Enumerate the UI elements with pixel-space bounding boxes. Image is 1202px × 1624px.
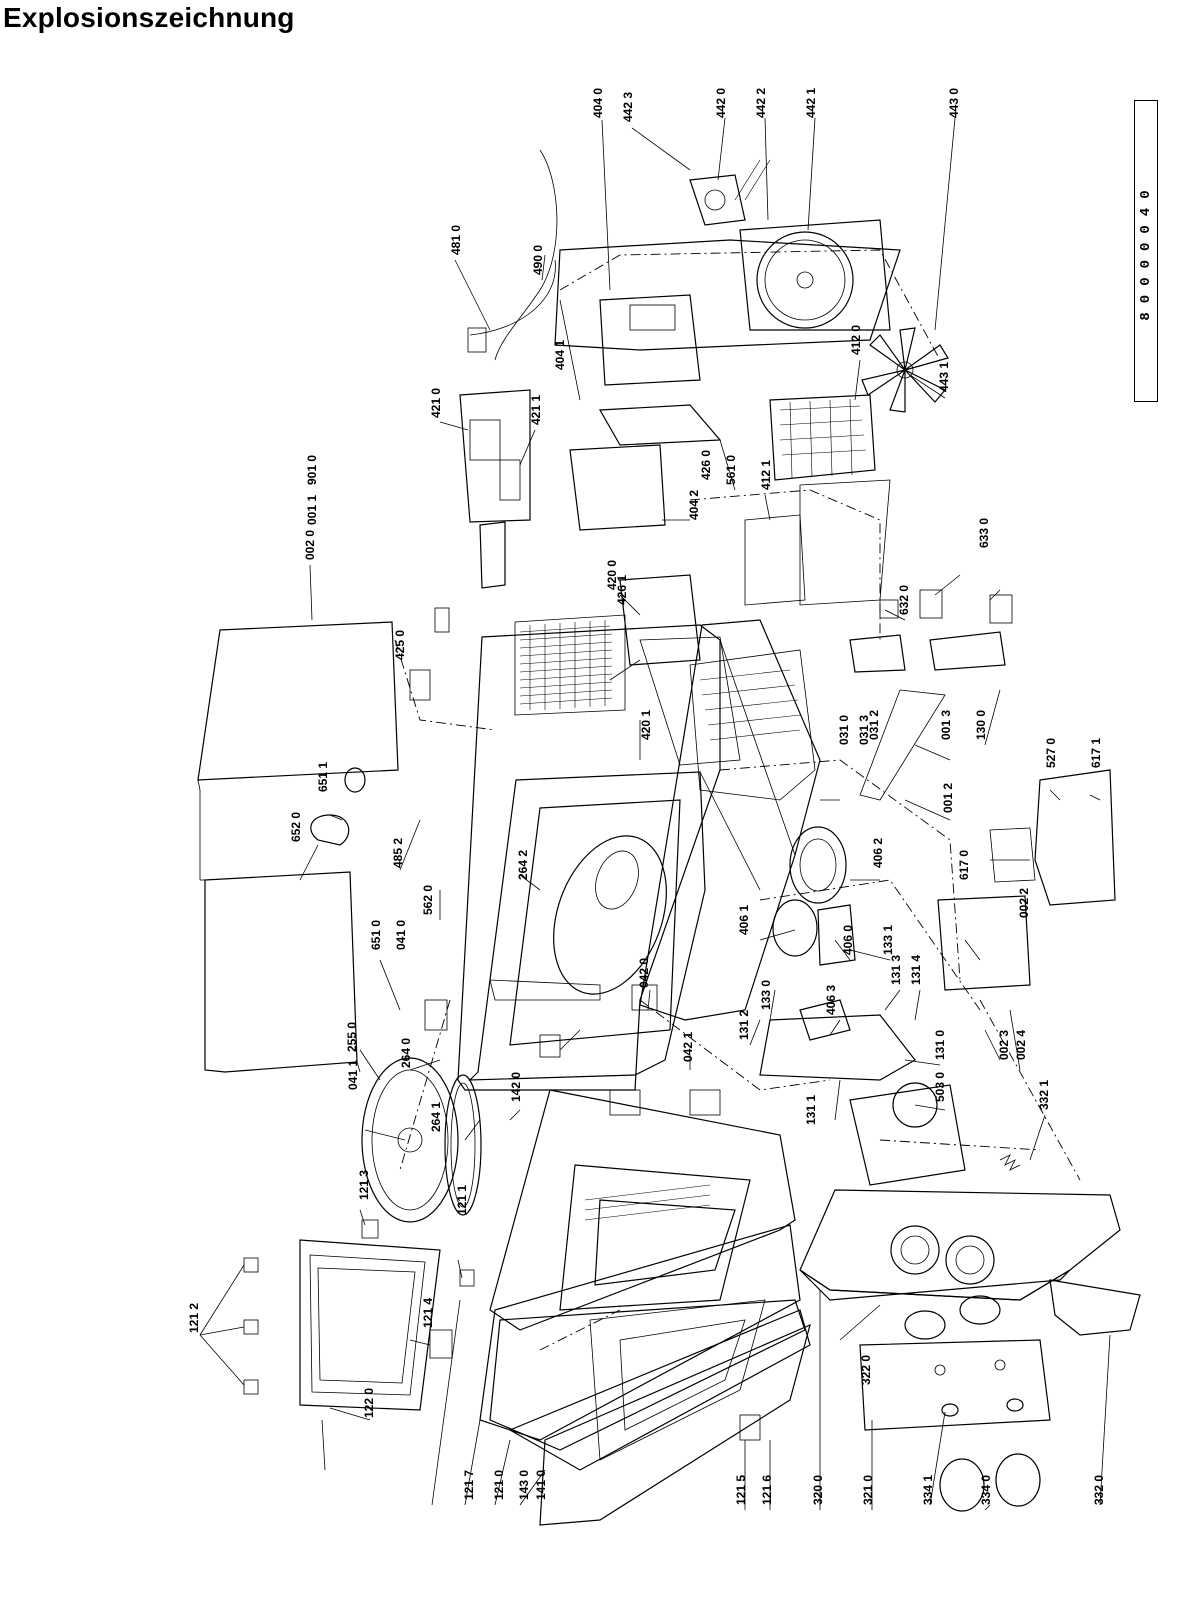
part-label: 121 0 xyxy=(492,1470,506,1500)
part-label: 121 6 xyxy=(760,1475,774,1505)
part-label: 121 2 xyxy=(187,1303,201,1333)
part-label: 131 1 xyxy=(804,1095,818,1125)
part-label: 332 0 xyxy=(1092,1475,1106,1505)
fan-blade-drawing xyxy=(861,327,949,413)
part-label: 031 0 xyxy=(837,715,851,745)
part-label: 042 1 xyxy=(681,1032,695,1062)
part-label: 041 0 xyxy=(394,920,408,950)
part-label: 421 1 xyxy=(529,395,543,425)
part-label: 143 0 xyxy=(517,1470,531,1500)
part-label: 002 0 xyxy=(303,530,317,560)
part-label: 420 0 xyxy=(605,560,619,590)
part-label: 412 0 xyxy=(849,325,863,355)
part-label: 404 0 xyxy=(591,88,605,118)
leader-lines xyxy=(199,117,1111,1511)
part-label: 443 1 xyxy=(937,362,951,392)
part-label: 131 2 xyxy=(737,1010,751,1040)
part-label: 264 0 xyxy=(399,1038,413,1068)
part-label: 131 0 xyxy=(933,1030,947,1060)
outer-casing-drawing xyxy=(197,621,399,1073)
part-label: 406 1 xyxy=(737,905,751,935)
part-label: 334 0 xyxy=(979,1475,993,1505)
part-label: 142 0 xyxy=(509,1072,523,1102)
part-label: 001 1 xyxy=(305,495,319,525)
part-label: 002 2 xyxy=(1017,888,1031,918)
part-label: 031 3 xyxy=(857,715,871,745)
assembly-lines-drawing xyxy=(394,249,1081,1351)
part-label: 651 1 xyxy=(316,762,330,792)
part-label: 527 0 xyxy=(1044,738,1058,768)
part-label: 442 1 xyxy=(804,88,818,118)
rear-components-drawing xyxy=(459,149,949,666)
part-label: 404 2 xyxy=(687,490,701,520)
control-panel-drawing xyxy=(799,1189,1141,1512)
part-label: 121 3 xyxy=(357,1170,371,1200)
part-label: 321 0 xyxy=(861,1475,875,1505)
part-label: 121 5 xyxy=(734,1475,748,1505)
part-label: 133 1 xyxy=(881,925,895,955)
part-label: 141 0 xyxy=(534,1470,548,1500)
part-label: 421 0 xyxy=(429,388,443,418)
part-label: 652 0 xyxy=(289,812,303,842)
part-label: 442 2 xyxy=(754,88,768,118)
oven-chassis-drawing xyxy=(457,614,821,1091)
door-assembly-drawing xyxy=(299,1089,811,1526)
turntable-drawing xyxy=(361,1057,482,1223)
part-label: 412 1 xyxy=(759,460,773,490)
part-label: 485 2 xyxy=(391,838,405,868)
part-label: 561 0 xyxy=(724,455,738,485)
part-label: 131 4 xyxy=(909,955,923,985)
page-title: Explosionszeichnung xyxy=(3,2,295,33)
part-label: 442 3 xyxy=(621,92,635,122)
part-label: 121 4 xyxy=(421,1298,435,1328)
part-label: 617 1 xyxy=(1089,738,1103,768)
part-labels: 002 0 001 1 901 0 425 0 481 0 490 0 404 0 442 3… xyxy=(187,88,1106,1505)
part-label: 121 7 xyxy=(462,1470,476,1500)
part-label: 002 4 xyxy=(1014,1030,1028,1060)
part-label: 503 0 xyxy=(933,1072,947,1102)
part-label: 131 3 xyxy=(889,955,903,985)
part-label: 901 0 xyxy=(305,455,319,485)
part-label: 264 2 xyxy=(516,850,530,880)
control-components-drawing xyxy=(759,631,1116,1186)
part-label: 322 0 xyxy=(859,1355,873,1385)
part-label: 420 1 xyxy=(639,710,653,740)
part-label: 255 0 xyxy=(345,1022,359,1052)
part-label: 041 1 xyxy=(346,1060,360,1090)
part-label: 426 0 xyxy=(699,450,713,480)
part-label: 562 0 xyxy=(421,885,435,915)
part-label: 001 3 xyxy=(939,710,953,740)
part-label: 442 0 xyxy=(714,88,728,118)
small-parts-drawing xyxy=(243,589,1013,1441)
part-label: 406 0 xyxy=(841,925,855,955)
part-label: 404 1 xyxy=(553,340,567,370)
part-label: 406 2 xyxy=(871,838,885,868)
part-label: 490 0 xyxy=(531,245,545,275)
part-label: 130 0 xyxy=(974,710,988,740)
part-label: 320 0 xyxy=(811,1475,825,1505)
part-label: 001 2 xyxy=(941,783,955,813)
vent-grille-drawing xyxy=(519,159,801,741)
part-label: 426 1 xyxy=(615,575,629,605)
drawing-number-stamp: 80000040 xyxy=(1134,100,1158,402)
part-label: 617 0 xyxy=(957,850,971,880)
part-label: 633 0 xyxy=(977,518,991,548)
part-label: 031 2 xyxy=(867,710,881,740)
part-label: 406 3 xyxy=(824,985,838,1015)
part-label: 121 1 xyxy=(455,1185,469,1215)
part-label: 122 0 xyxy=(362,1388,376,1418)
part-label: 481 0 xyxy=(449,225,463,255)
part-label: 332 1 xyxy=(1037,1080,1051,1110)
part-label: 133 0 xyxy=(759,980,773,1010)
part-label: 443 0 xyxy=(947,88,961,118)
part-label: 264 1 xyxy=(429,1102,443,1132)
part-label: 425 0 xyxy=(393,630,407,660)
part-label: 002 3 xyxy=(997,1030,1011,1060)
part-label: 042 0 xyxy=(637,958,651,988)
part-label: 632 0 xyxy=(897,585,911,615)
part-label: 334 1 xyxy=(921,1475,935,1505)
part-label: 651 0 xyxy=(369,920,383,950)
